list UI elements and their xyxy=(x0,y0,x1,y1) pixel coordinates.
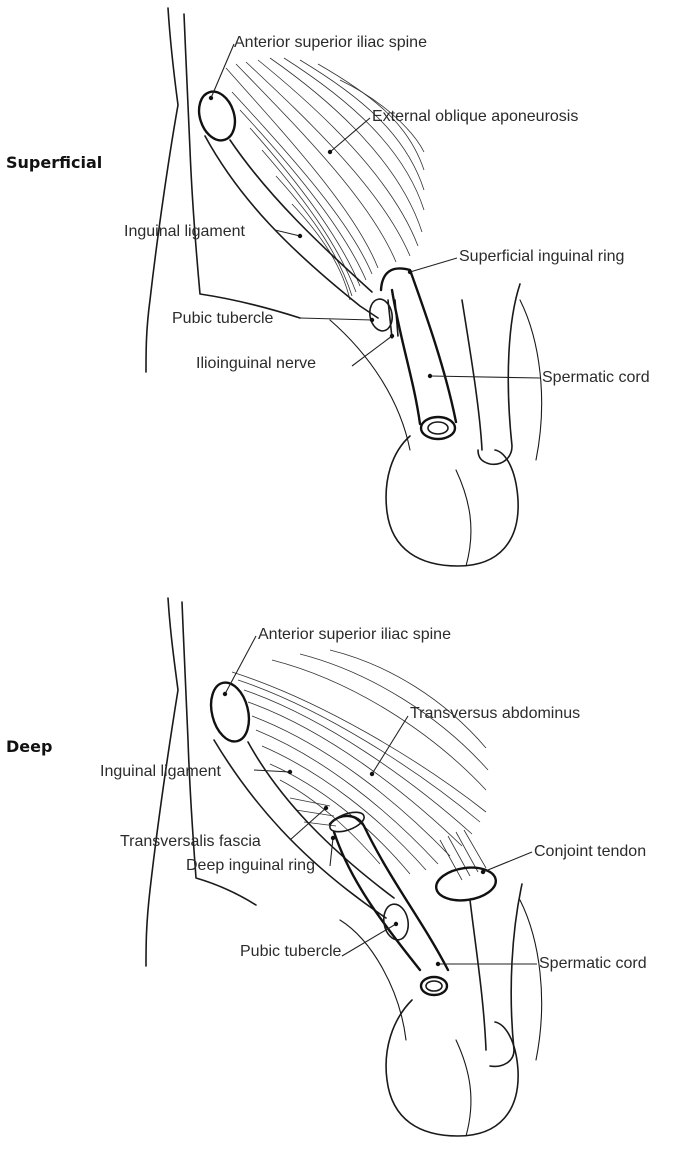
superficial-spermatic-cord xyxy=(381,268,456,424)
deep-spermatic-cord xyxy=(330,816,448,970)
label-pubic-tubercle-deep: Pubic tubercle xyxy=(240,943,341,960)
deep-body-outline xyxy=(146,598,178,966)
label-asis-superficial: Anterior superior iliac spine xyxy=(234,34,427,51)
label-inguinal-ligament-superficial: Inguinal ligament xyxy=(124,223,246,240)
deep-heading: Deep xyxy=(6,737,52,756)
superficial-aponeurosis-fibres xyxy=(226,58,424,300)
superficial-scrotum xyxy=(386,436,518,566)
deep-penis xyxy=(470,884,522,1066)
label-ilioinguinal-nerve: Ilioinguinal nerve xyxy=(196,355,316,372)
label-transversus-abdominus: Transversus abdominus xyxy=(410,705,580,722)
label-pubic-tubercle-superficial: Pubic tubercle xyxy=(172,310,273,327)
label-asis-deep: Anterior superior iliac spine xyxy=(258,626,451,643)
label-inguinal-ligament-deep: Inguinal ligament xyxy=(100,763,222,780)
deep-asis-oval xyxy=(205,679,254,746)
label-conjoint-tendon: Conjoint tendon xyxy=(534,843,646,860)
deep-inguinal-ring xyxy=(327,808,366,835)
superficial-panel: Superficial xyxy=(6,8,542,566)
deep-labels: Anterior superior iliac spine Transversu… xyxy=(100,626,647,972)
label-spermatic-cord-superficial: Spermatic cord xyxy=(542,369,650,386)
label-external-oblique: External oblique aponeurosis xyxy=(372,108,578,125)
deep-transversus-fibres xyxy=(232,650,488,880)
superficial-penis xyxy=(462,284,520,464)
superficial-asis-oval xyxy=(193,87,241,145)
label-deep-inguinal-ring: Deep inguinal ring xyxy=(186,857,315,874)
superficial-cord-end xyxy=(421,417,455,439)
label-spermatic-cord-deep: Spermatic cord xyxy=(539,955,647,972)
label-superficial-ring: Superficial inguinal ring xyxy=(459,248,624,265)
label-transversalis-fascia: Transversalis fascia xyxy=(120,833,261,850)
deep-cord-end xyxy=(421,977,447,995)
superficial-labels: Anterior superior iliac spine External o… xyxy=(124,34,650,386)
deep-scrotum xyxy=(386,1000,518,1136)
superficial-heading: Superficial xyxy=(6,153,102,172)
